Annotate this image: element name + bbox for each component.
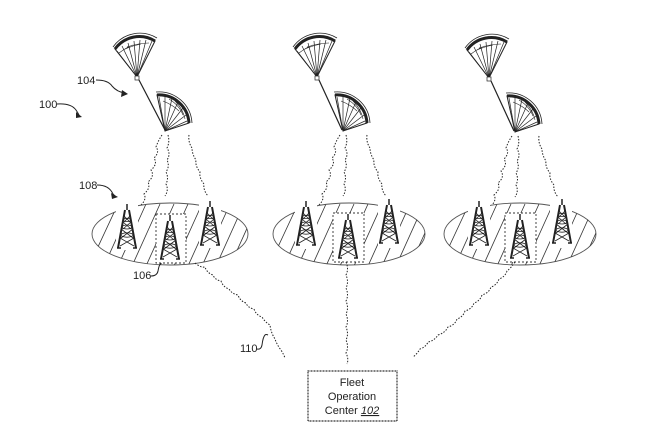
- fleet-center-ref: 102: [361, 405, 379, 417]
- ref-label-110: 110: [240, 334, 269, 355]
- fleet-center-line3: Center 102: [325, 405, 379, 417]
- fleet-operation-center-box: [307, 370, 398, 422]
- leader-arrow-icon: [95, 79, 126, 94]
- tether-line: [138, 79, 166, 131]
- cluster-left: [91, 31, 249, 266]
- arrowhead-icon: [121, 90, 128, 97]
- ref-number-106: 106: [133, 270, 151, 282]
- cluster-middle: [272, 31, 426, 266]
- tether-line: [490, 80, 515, 132]
- fleet-center-line1: Fleet: [340, 377, 364, 389]
- arrowhead-icon: [76, 112, 82, 118]
- ref-label-108: 108: [79, 180, 118, 199]
- backhaul-link-middle: [345, 261, 349, 365]
- cluster-right: [443, 32, 597, 266]
- balloon-lower: [154, 90, 194, 133]
- leader-line-icon: [256, 334, 269, 350]
- ref-number-108: 108: [79, 180, 97, 192]
- wireless-links-air-ground: [490, 135, 559, 207]
- leader-arrow-icon: [96, 184, 116, 197]
- fleet-center-line3-prefix: Center: [325, 405, 361, 417]
- balloon-upper: [111, 31, 159, 79]
- balloon-upper: [463, 32, 511, 80]
- ref-label-104: 104: [77, 75, 128, 97]
- leader-arrow-icon: [56, 103, 80, 116]
- ref-number-100: 100: [39, 99, 57, 111]
- tether-joint: [486, 76, 492, 82]
- balloon-upper: [291, 31, 339, 79]
- ref-label-106: 106: [133, 262, 162, 282]
- arrowhead-icon: [111, 193, 118, 199]
- backhaul-link-right: [412, 261, 516, 358]
- wireless-links-air-ground: [318, 134, 387, 206]
- tether-joint: [314, 75, 320, 81]
- tether-joint: [134, 75, 140, 81]
- ref-number-104: 104: [77, 75, 95, 87]
- wireless-links-air-ground: [140, 134, 209, 206]
- ref-number-110: 110: [240, 343, 258, 355]
- fleet-operation-center: Fleet Operation Center 102: [307, 370, 398, 422]
- tether-line: [318, 79, 343, 131]
- ref-label-100: 100: [39, 99, 82, 118]
- leader-line-icon: [150, 262, 162, 277]
- fleet-center-line2: Operation: [328, 391, 376, 403]
